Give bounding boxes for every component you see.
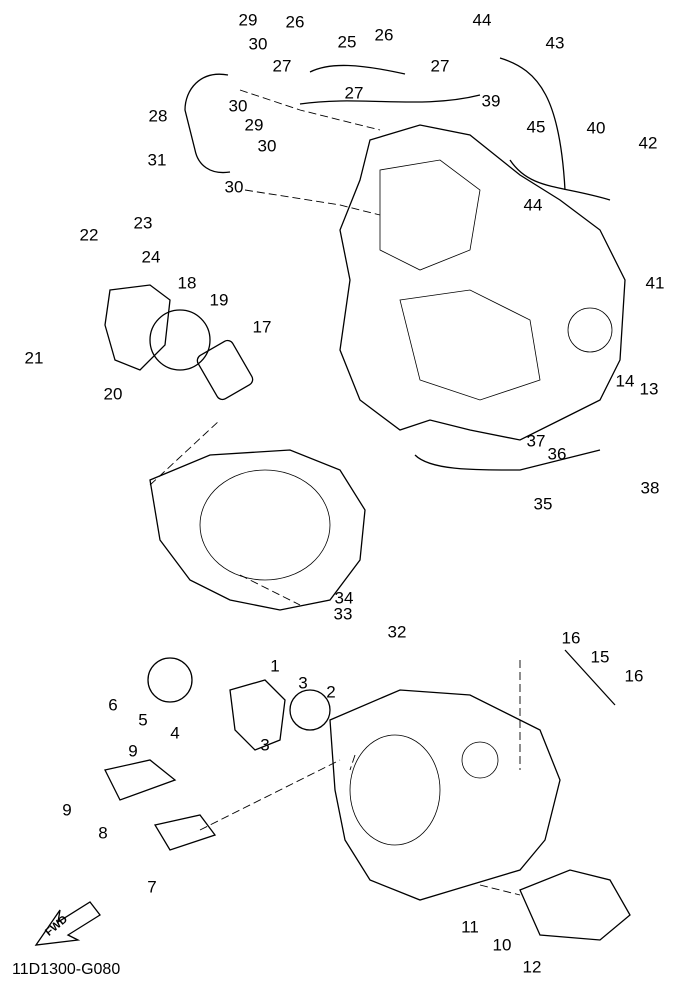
callout-9: 9 <box>62 800 72 820</box>
callout-14: 14 <box>615 371 635 391</box>
callout-3: 3 <box>298 673 308 693</box>
callout-30: 30 <box>257 136 277 156</box>
callout-12: 12 <box>522 957 542 977</box>
callout-40: 40 <box>586 118 606 138</box>
callout-27: 27 <box>272 56 292 76</box>
callout-32: 32 <box>387 622 407 642</box>
callout-15: 15 <box>590 647 610 667</box>
callout-44: 44 <box>523 195 543 215</box>
callout-4: 4 <box>170 723 180 743</box>
callout-41: 41 <box>645 273 665 293</box>
callout-10: 10 <box>492 935 512 955</box>
o-ring-19 <box>149 309 211 371</box>
callout-25: 25 <box>337 32 357 52</box>
callout-36: 36 <box>547 444 567 464</box>
callout-30: 30 <box>224 177 244 197</box>
callout-23: 23 <box>133 213 153 233</box>
oil-pipe-40 <box>509 159 611 201</box>
callout-44: 44 <box>472 10 492 30</box>
oil-pipe-35 <box>414 449 601 471</box>
callout-18: 18 <box>177 273 197 293</box>
oil-pipe-25 <box>309 64 406 75</box>
callout-9: 9 <box>128 741 138 761</box>
crankcase-cover <box>149 449 366 611</box>
callout-30: 30 <box>248 34 268 54</box>
callout-45: 45 <box>526 117 546 137</box>
oil-filter-cover <box>104 284 171 371</box>
callout-17: 17 <box>252 317 272 337</box>
callout-22: 22 <box>79 225 99 245</box>
callout-2: 2 <box>326 682 336 702</box>
oil-pump <box>229 679 286 751</box>
callout-13: 13 <box>639 379 659 399</box>
callout-35: 35 <box>533 494 553 514</box>
oil-pipe-28 <box>184 73 231 174</box>
engine-block <box>339 124 626 441</box>
callout-26: 26 <box>285 12 305 32</box>
crankcase <box>329 689 561 901</box>
callout-38: 38 <box>640 478 660 498</box>
callout-1: 1 <box>270 656 280 676</box>
oil-strainer <box>519 869 631 941</box>
callout-3: 3 <box>260 735 270 755</box>
callout-19: 19 <box>209 290 229 310</box>
oil-pipe-15 <box>564 649 616 706</box>
callout-29: 29 <box>244 115 264 135</box>
callout-43: 43 <box>545 33 565 53</box>
callout-34: 34 <box>334 588 354 608</box>
callout-21: 21 <box>24 348 44 368</box>
callout-30: 30 <box>228 96 248 116</box>
callout-8: 8 <box>98 823 108 843</box>
callout-7: 7 <box>147 877 157 897</box>
callout-42: 42 <box>638 133 658 153</box>
callout-20: 20 <box>103 384 123 404</box>
callout-24: 24 <box>141 247 161 267</box>
callout-33: 33 <box>333 604 353 624</box>
callout-27: 27 <box>430 56 450 76</box>
callout-39: 39 <box>481 91 501 111</box>
callout-16: 16 <box>624 666 644 686</box>
callout-29: 29 <box>238 10 258 30</box>
fwd-arrow-icon <box>34 901 101 946</box>
callout-27: 27 <box>344 83 364 103</box>
oil-pump-gear <box>147 657 193 703</box>
callout-6: 6 <box>108 695 118 715</box>
callout-16: 16 <box>561 628 581 648</box>
callout-11: 11 <box>461 917 479 937</box>
callout-37: 37 <box>526 431 546 451</box>
callout-26: 26 <box>374 25 394 45</box>
callout-31: 31 <box>147 150 167 170</box>
callout-5: 5 <box>138 710 148 730</box>
breather-hose-39 <box>299 94 481 105</box>
callout-28: 28 <box>148 106 168 126</box>
figure-code: 11D1300-G080 <box>12 961 121 978</box>
hose-43 <box>499 57 566 191</box>
oil-filter <box>196 339 254 401</box>
